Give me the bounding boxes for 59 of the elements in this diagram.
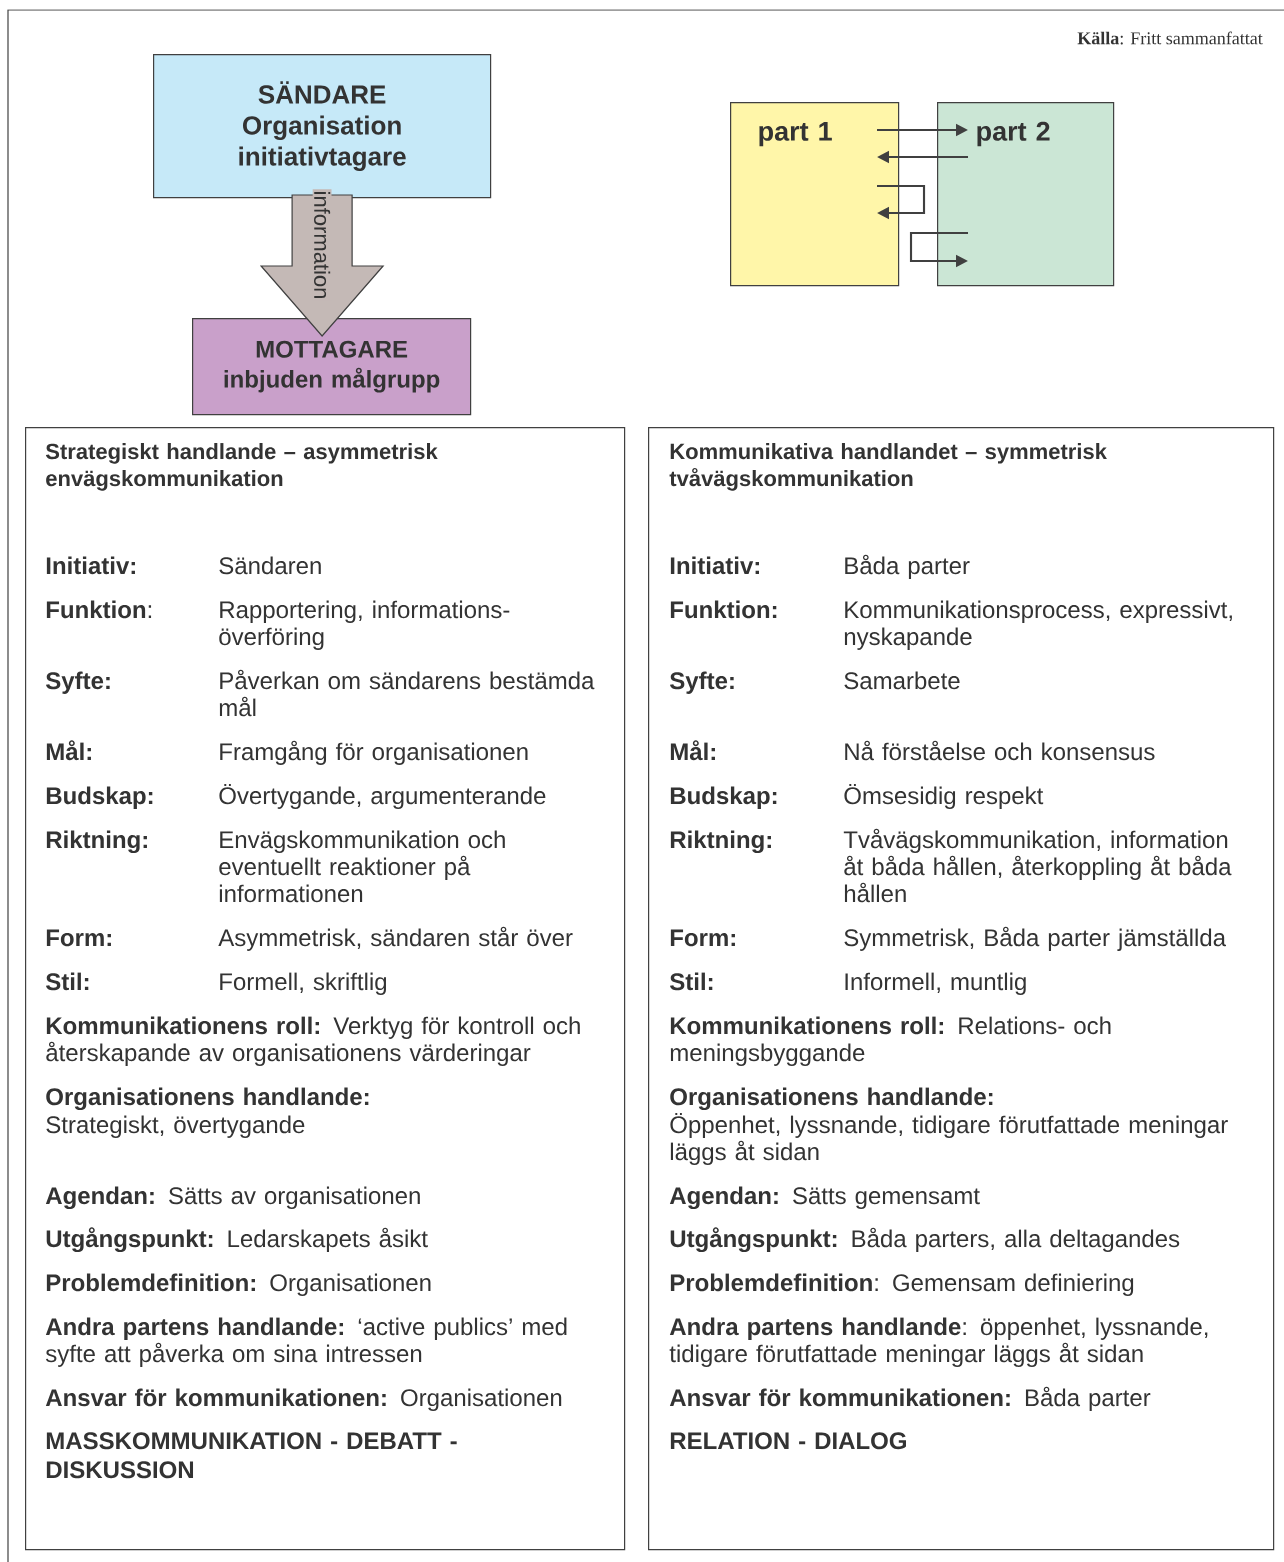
field-value: Envägskommunikation och eventuellt reaktioner på informationen bbox=[219, 830, 505, 903]
summary-line: Organisationens handlande: bbox=[670, 1087, 993, 1111]
field-value: Övertygande, argumenterande bbox=[219, 783, 546, 809]
field-entry: Problemdefinition: Organisationen bbox=[46, 1273, 431, 1296]
field-value: Tvåvägskommunikation, information åt båda hållen, återkoppling åt båda hållen bbox=[843, 828, 1232, 903]
field-label: Budskap: bbox=[46, 786, 153, 809]
field-value: Informell, muntlig bbox=[845, 972, 1026, 995]
field-entry: Öppenhet, lyssnande, tidigare förutfattade meningar läggs åt sidan bbox=[670, 1112, 1228, 1165]
field-label: Stil: bbox=[669, 972, 713, 991]
field-value: Rapportering, informations- överföring bbox=[219, 600, 510, 650]
field-value: Kommunikationsprocess, expressivt, nyskapande bbox=[844, 600, 1232, 650]
panel-heading: Strategiskt handlande – asymmetrisk envägskommunikation bbox=[45, 443, 438, 491]
field-entry: Ansvar för kommunikationen: Organisationen bbox=[45, 1388, 562, 1411]
field-label: Riktning: bbox=[46, 830, 147, 854]
field-label: Budskap: bbox=[670, 786, 777, 809]
field-label: Initiativ: bbox=[46, 556, 135, 575]
field-value: Formell, skriftlig bbox=[220, 972, 387, 995]
party-box: part 1 bbox=[730, 102, 900, 287]
field-label: Funktion: bbox=[46, 600, 152, 619]
field-entry: Utgångspunkt: Båda parters, alla deltagandes bbox=[670, 1227, 1180, 1253]
arrow bbox=[877, 184, 926, 220]
field-value: Båda parter bbox=[845, 554, 970, 579]
field-value: Asymmetrisk, sändaren står över bbox=[218, 926, 573, 951]
source-note: Källa: Fritt sammanfattat bbox=[1077, 31, 1263, 45]
field-value: Framgång för organisationen bbox=[220, 740, 528, 765]
field-label: Mål: bbox=[46, 740, 91, 761]
field-label: Form: bbox=[670, 929, 735, 947]
field-label: Syfte: bbox=[45, 671, 110, 694]
field-entry: Problemdefinition: Gemensam definiering bbox=[670, 1273, 1134, 1296]
field-value: Symmetrisk, Båda parter jämställda bbox=[844, 926, 1226, 951]
comparison-panel bbox=[25, 427, 626, 1551]
field-label: Riktning: bbox=[670, 830, 771, 854]
field-label: Initiativ: bbox=[670, 556, 759, 575]
field-label: Funktion: bbox=[670, 600, 777, 619]
receiver-box: MOTTAGARE inbjuden målgrupp bbox=[192, 318, 472, 416]
field-label: Stil: bbox=[45, 972, 89, 991]
field-entry: Agendan: Sätts gemensamt bbox=[669, 1186, 980, 1210]
party-box: part 2 bbox=[937, 102, 1115, 287]
summary-line: Organisationens handlande: bbox=[46, 1087, 369, 1111]
field-entry: Andra partens handlande: öppenhet, lyssnande, tidigare förutfattade meningar läggs åt sidan bbox=[669, 1317, 1208, 1367]
field-value: Påverkan om sändarens bestämda mål bbox=[219, 669, 595, 717]
summary-line: MASSKOMMUNIKATION - DEBATT - DISKUSSION bbox=[46, 1432, 457, 1479]
field-value: Ömsesidig respekt bbox=[844, 783, 1044, 809]
comparison-panel bbox=[648, 427, 1275, 1551]
field-entry: Ansvar för kommunikationen: Båda parter bbox=[669, 1386, 1151, 1411]
panel-heading: Kommunikativa handlandet – symmetrisk tvåvägskommunikation bbox=[669, 443, 1107, 491]
field-entry: Kommunikationens roll: Verktyg för kontroll och återskapande av organisationens värderingar bbox=[46, 1016, 580, 1066]
field-entry: Kommunikationens roll: Relations- och meningsbyggande bbox=[670, 1016, 1111, 1066]
field-label: Syfte: bbox=[669, 671, 734, 694]
field-entry: Strategiskt, övertygande bbox=[46, 1115, 305, 1138]
summary-line: RELATION - DIALOG bbox=[670, 1432, 906, 1450]
field-value: Nå förståelse och konsensus bbox=[845, 740, 1155, 761]
field-entry: Agendan: Sätts av organisationen bbox=[45, 1186, 420, 1210]
field-entry: Utgångspunkt: Ledarskapets åsikt bbox=[46, 1227, 428, 1253]
field-entry: Andra partens handlande: ‘active publics’ med syfte att påverka om sina intressen bbox=[45, 1317, 567, 1367]
field-value: Sändaren bbox=[219, 556, 321, 575]
field-label: Mål: bbox=[670, 740, 715, 761]
field-label: Form: bbox=[46, 929, 111, 947]
field-value: Samarbete bbox=[844, 671, 960, 690]
